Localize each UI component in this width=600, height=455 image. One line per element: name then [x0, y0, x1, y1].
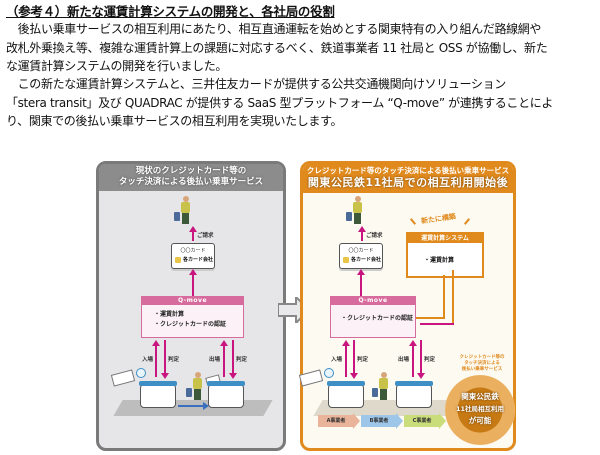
contactless-icon-right [324, 368, 334, 378]
fare-system-title: 運賃計算システム [408, 234, 482, 243]
card-chip-icon [343, 256, 349, 263]
fare-system-item: ・運賃計算 [424, 257, 455, 264]
qmove-to-card-arrow [189, 269, 197, 296]
billing-label-right: ご請求 [366, 233, 383, 239]
qmove-to-card-arrow-right [357, 269, 365, 296]
fare-to-qmove-connector [452, 270, 454, 325]
current-service-header: 現状のクレジットカード等の タッチ決済による後払い乗車サービス [99, 164, 283, 191]
operator-b-arrow: B事業者 [361, 413, 403, 429]
entry-gate-right [327, 381, 365, 408]
paragraph-2-line: この新たな運賃計算システムと、三井住友カードが提供する公共交通機関向けソリューシ… [6, 77, 507, 91]
exit-label: 出場 [209, 357, 221, 363]
qmove-title: Q-move [142, 297, 243, 305]
qmove-item-auth: ・クレジットカードの認証 [154, 321, 227, 328]
paragraph-2-line: り、関東での後払い乗車サービスの相互利用を実現いたします。 [6, 114, 343, 128]
contactless-icon [136, 368, 146, 378]
billing-arrow-right [358, 226, 366, 241]
card-company-box-right: 〇〇カード 各カード会社 [339, 243, 383, 269]
callout-line: タッチ決済による [464, 361, 500, 366]
entry-arrow [152, 340, 160, 377]
passenger-icon-right [346, 196, 364, 224]
exit-label-right: 出場 [398, 357, 410, 363]
fare-to-qmove-connector-h [420, 323, 454, 325]
section-heading: （参考４）新たな運賃計算システムの開発と、各社局の役割 [6, 4, 335, 19]
badge-line-3: が可能 [468, 416, 492, 425]
qmove-item-auth-right: ・クレジットカードの認証 [341, 315, 414, 322]
after-launch-title: 関東公民鉄11社局での相互利用開始後 [307, 176, 509, 189]
judge-label-1: 判定 [168, 357, 180, 363]
card-name-right: 〇〇カード [348, 248, 374, 254]
walk-direction-arrow [178, 402, 209, 410]
current-service-title-2: タッチ決済による後払い乗車サービス [118, 177, 264, 187]
callout-line: 後払い乗車サービス [461, 367, 503, 372]
qmove-to-fare-connector-h [416, 317, 445, 319]
paragraph-1-line: 後払い乗車サービスの相互利用にあたり、相互直通運転を始めとする関東特有の入り組ん… [6, 22, 542, 36]
mutual-use-badge: 関東公民鉄 11社局相互利用 が可能 [445, 375, 515, 445]
paragraph-2: この新たな運賃計算システムと、三井住友カードが提供する公共交通機関向けソリューシ… [6, 75, 553, 131]
operator-a-arrow: A事業者 [318, 413, 360, 429]
exit-gate [207, 381, 245, 408]
exit-gate-right [395, 381, 433, 408]
judge-label-right-1: 判定 [357, 357, 369, 363]
entry-gate [139, 381, 177, 408]
judge-arrow-right-2 [417, 340, 425, 379]
badge-line-2: 11社局相互利用 [455, 405, 505, 413]
fare-calculation-system-box: 運賃計算システム ・運賃計算 [406, 232, 484, 278]
qmove-item-fare: ・運賃計算 [154, 311, 185, 318]
card-name: 〇〇カード [180, 248, 206, 254]
billing-arrow [189, 226, 197, 241]
current-service-title-1: 現状のクレジットカード等の [135, 166, 247, 176]
qmove-to-fare-connector [443, 275, 445, 318]
judge-arrow-1 [161, 340, 169, 379]
passenger-icon [174, 196, 192, 224]
judge-label-right-2: 判定 [424, 357, 436, 363]
paragraph-2-line: 「stera transit」及び QUADRAC が提供する SaaS 型プラ… [6, 95, 554, 110]
entry-arrow-right [342, 340, 350, 377]
badge-line-1: 関東公民鉄 [461, 392, 499, 401]
judge-arrow-2 [229, 340, 237, 379]
passenger-walking-icon-right [372, 372, 390, 400]
card-company-label-right: 各カード会社 [351, 257, 382, 263]
judge-arrow-right-1 [350, 340, 358, 379]
qmove-box-current: Q-move ・運賃計算 ・クレジットカードの認証 [141, 296, 244, 338]
card-company-label: 各カード会社 [183, 257, 214, 263]
paragraph-1-line: な運賃計算システムの開発を行いました。 [6, 59, 227, 73]
billing-label: ご請求 [197, 233, 214, 239]
paragraph-1: 後払い乗車サービスの相互利用にあたり、相互直通運転を始めとする関東特有の入り組ん… [6, 20, 548, 76]
after-launch-header: クレジットカード等のタッチ決済による後払い乗車サービス 関東公民鉄11社局での相… [303, 164, 513, 193]
callout-text: クレジットカード等の タッチ決済による 後払い乗車サービス [447, 355, 517, 373]
passenger-walking-icon [186, 372, 204, 400]
exit-arrow-right [409, 340, 417, 377]
exit-arrow [220, 340, 228, 377]
callout-line: クレジットカード等の [459, 355, 505, 360]
paragraph-1-line: 改札外乗換え等、複雑な運賃計算上の課題に対応するべく、鉄道事業者 11 社局と … [6, 40, 548, 55]
qmove-title-right: Q-move [331, 297, 415, 305]
entry-label: 入場 [142, 357, 154, 363]
card-chip-icon [175, 256, 181, 263]
card-company-box: 〇〇カード 各カード会社 [171, 243, 215, 269]
entry-label-right: 入場 [331, 357, 343, 363]
station-floor [113, 400, 273, 416]
judge-label-2: 判定 [236, 357, 248, 363]
after-launch-subtitle: クレジットカード等のタッチ決済による後払い乗車サービス [306, 166, 510, 175]
qmove-box-after: Q-move ・クレジットカードの認証 [330, 296, 416, 338]
operator-c-arrow: C事業者 [404, 413, 446, 429]
